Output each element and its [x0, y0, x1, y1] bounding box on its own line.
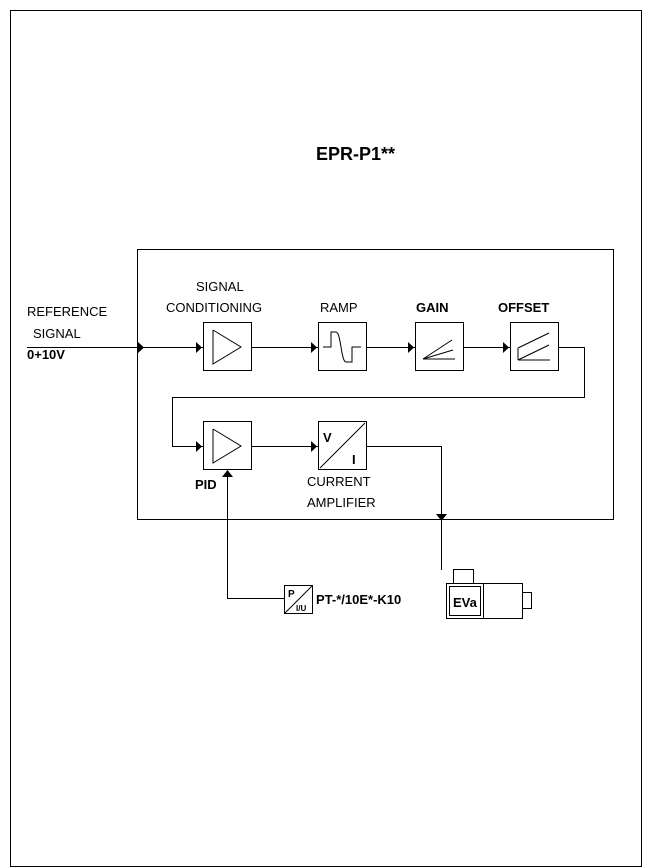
current-amplifier-diagonal — [319, 422, 366, 469]
amplifier-input-arrow — [311, 441, 317, 452]
current-amplifier-label-line2: AMPLIFIER — [307, 495, 376, 510]
pressure-transducer-diagonal — [284, 585, 313, 614]
pid-feedback-arrow — [222, 470, 233, 477]
pid-triangle-icon — [212, 428, 242, 464]
ramp-label: RAMP — [320, 300, 358, 315]
page-title: EPR-P1** — [316, 144, 395, 164]
signal-conditioning-label-line2: CONDITIONING — [166, 300, 262, 315]
signal-conditioning-label-line1: SIGNAL — [196, 279, 244, 294]
current-amplifier-label-line1: CURRENT — [307, 474, 371, 489]
offset-block — [510, 322, 559, 371]
pressure-transducer-symbol-p: P — [288, 589, 295, 600]
wire-amplifier-to-valve — [366, 446, 442, 570]
current-amplifier-symbol-v: V — [323, 430, 332, 445]
wire-feedback — [227, 473, 284, 599]
pid-label: PID — [195, 477, 217, 492]
current-amplifier-symbol-i: I — [352, 452, 356, 467]
input-label-line1: REFERENCE — [27, 304, 108, 319]
input-range-label: 0+10V — [27, 347, 65, 362]
ramp-curve-icon — [323, 331, 361, 363]
ramp-input-arrow — [311, 342, 317, 353]
controller-card-outline — [137, 249, 614, 520]
pressure-transducer-label: PT-*/10E*-K10 — [316, 592, 401, 607]
gain-label: GAIN — [416, 300, 449, 315]
gain-slope-icon — [422, 339, 455, 360]
valve-label: EVa — [453, 595, 478, 610]
gain-input-arrow — [408, 342, 414, 353]
pressure-transducer-symbol-iu: I/U — [296, 604, 306, 613]
offset-label: OFFSET — [498, 300, 549, 315]
valve-solenoid — [446, 569, 532, 619]
signal-conditioning-block — [203, 322, 252, 371]
wire-offset-to-pid — [172, 347, 585, 447]
input-arrow — [138, 342, 144, 353]
offset-slope-icon — [517, 332, 550, 361]
pid-block — [203, 421, 252, 470]
amplifier-triangle-icon — [212, 329, 242, 365]
signal-conditioning-input-arrow — [196, 342, 202, 353]
offset-input-arrow — [503, 342, 509, 353]
card-output-arrow — [436, 514, 447, 521]
pid-input-arrow — [196, 441, 202, 452]
input-label-line2: SIGNAL — [33, 326, 81, 341]
gain-block — [415, 322, 464, 371]
